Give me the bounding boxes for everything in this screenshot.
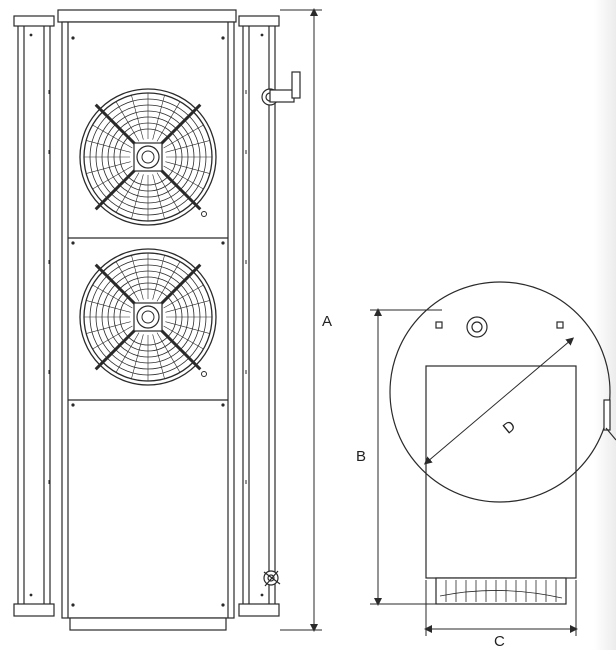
side-top-port (466, 316, 488, 338)
side-base-grille (435, 577, 567, 605)
bottom-fitting (263, 570, 281, 587)
dimension-c (424, 580, 578, 636)
side-body (425, 365, 577, 579)
dimension-label-a: A (322, 313, 333, 330)
dimension-b (370, 308, 442, 606)
base-foot (69, 617, 227, 631)
dimension-d (423, 337, 575, 465)
right-flange (242, 21, 276, 613)
side-top-circle (389, 281, 611, 503)
fan-unit (79, 88, 217, 226)
side-view (389, 281, 616, 605)
left-flange (17, 21, 51, 613)
dimension-a (280, 8, 322, 632)
top-fitting (261, 71, 301, 106)
dimension-label-c: C (494, 633, 505, 650)
fan-unit (79, 248, 217, 386)
top-cap (57, 9, 237, 23)
fan-group (79, 88, 217, 386)
page-edge-shade (594, 0, 616, 650)
dimension-label-b: B (356, 448, 367, 465)
